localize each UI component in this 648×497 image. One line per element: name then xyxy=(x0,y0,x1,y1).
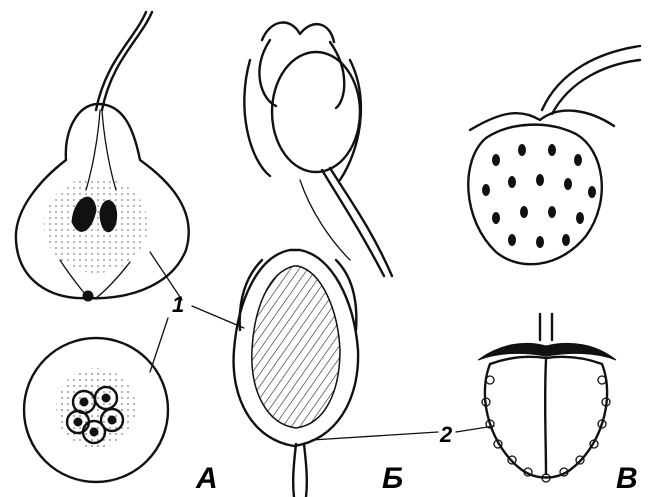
leader-2-strawberry xyxy=(456,426,494,432)
leader-1-cross xyxy=(150,318,168,372)
leader-1-rose xyxy=(192,306,244,328)
leader-2-rose xyxy=(312,432,438,440)
marker-1-label: 1 xyxy=(172,292,184,317)
strawberry-section xyxy=(478,314,616,482)
rose-hip-section xyxy=(234,250,359,497)
rose-hip-whole xyxy=(244,23,392,276)
panel-v-label: В xyxy=(616,462,638,495)
pear-seed xyxy=(100,201,117,232)
strawberry-whole xyxy=(468,46,640,264)
panel-b-label: Б xyxy=(382,462,403,495)
strawberry-seeds xyxy=(482,144,596,248)
rose-hip-achenes xyxy=(252,266,340,428)
pear-longitudinal-section xyxy=(16,12,189,301)
panel-a-label: А xyxy=(195,462,218,495)
marker-2-label: 2 xyxy=(439,422,453,447)
pear-cross-section xyxy=(24,338,168,482)
rose-hip-body xyxy=(272,52,360,172)
